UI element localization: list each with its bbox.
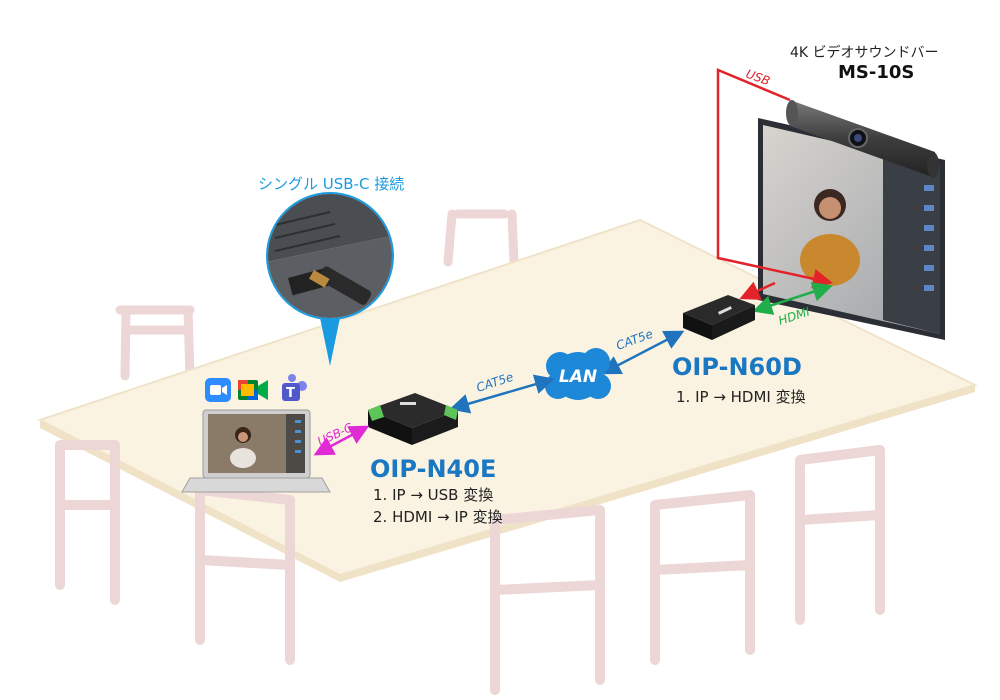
- chairs-front: [55, 440, 885, 695]
- encoder-feature-1: 1. IP → USB 変換: [373, 486, 494, 504]
- decoder-model: OIP-N60D: [672, 353, 802, 381]
- soundbar-subtitle: 4K ビデオサウンドバー: [790, 45, 939, 61]
- decoder-features: 1. IP → HDMI 変換: [676, 386, 806, 408]
- google-meet-icon: [238, 380, 268, 400]
- cat5e-link-right: [600, 330, 685, 375]
- hdmi-link-line: [752, 282, 833, 315]
- decoder-feature-1: 1. IP → HDMI 変換: [676, 388, 806, 406]
- soundbar-ms-10s: [786, 100, 939, 178]
- usbc-link-line: [313, 425, 370, 456]
- soundbar-model: MS-10S: [838, 62, 915, 83]
- usb-link-label: USB: [744, 67, 772, 89]
- usb-c-callout: [266, 192, 394, 366]
- encoder-feature-2: 2. HDMI → IP 変換: [373, 508, 503, 526]
- encoder-model: OIP-N40E: [370, 455, 497, 483]
- chairs-back: [115, 209, 519, 381]
- encoder-features: 1. IP → USB 変換 2. HDMI → IP 変換: [373, 484, 503, 528]
- teams-icon: T: [282, 374, 307, 401]
- laptop: [181, 409, 331, 493]
- app-icons: T: [205, 374, 307, 402]
- callout-title: シングル USB-C 接続: [258, 175, 405, 193]
- encoder-device: [368, 393, 458, 445]
- usb-link-line: [716, 68, 833, 289]
- decoder-device: [683, 295, 755, 340]
- svg-text:T: T: [286, 386, 295, 401]
- lan-label: LAN: [559, 367, 597, 387]
- zoom-icon: [205, 378, 231, 402]
- cat5e-link-left: [449, 374, 555, 414]
